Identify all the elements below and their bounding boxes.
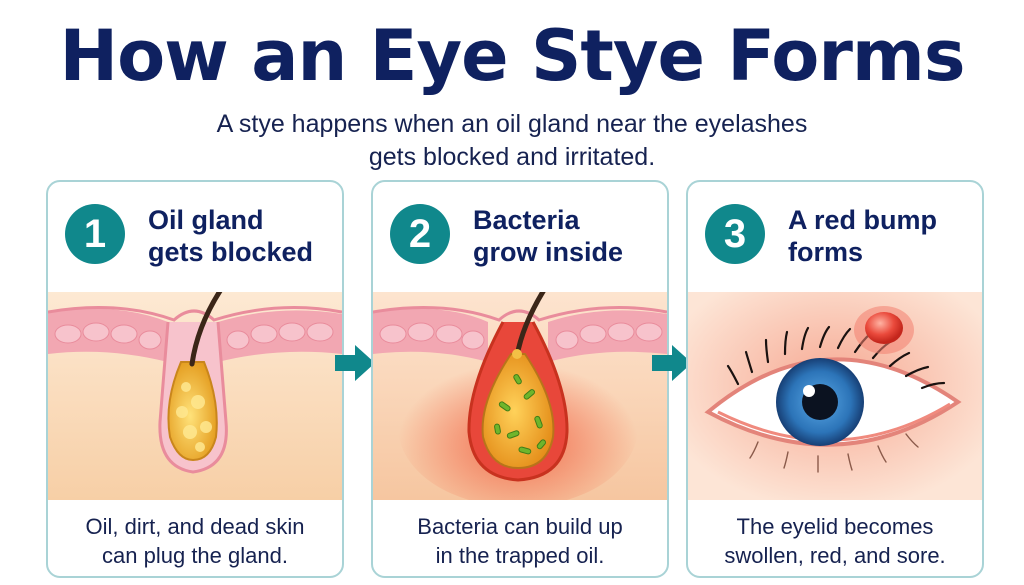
step-title: Bacteria grow inside [473,204,663,268]
step-card-3: 3 A red bump forms [686,180,984,578]
step-number-badge: 1 [65,204,125,264]
page-subtitle: A stye happens when an oil gland near th… [0,108,1024,174]
subtitle-line: gets blocked and irritated. [368,143,656,171]
step-caption-line: Bacteria can build up [417,514,623,539]
hair-follicle-illustration [48,292,342,500]
step-title-line: gets blocked [148,237,314,267]
step-caption-line: swollen, red, and sore. [724,543,946,568]
step-caption-line: in the trapped oil. [435,543,605,568]
step-card-1: 1 Oil gland gets blocked [46,180,344,578]
step-caption-line: Oil, dirt, and dead skin [85,514,305,539]
step-caption: Bacteria can build up in the trapped oil… [373,512,667,570]
step-title: Oil gland gets blocked [148,204,338,268]
step-number-badge: 2 [390,204,450,264]
step-card-2: 2 Bacteria grow inside [371,180,669,578]
subtitle-line: A stye happens when an oil gland near th… [216,110,808,138]
page-title: How an Eye Stye Forms [59,15,966,97]
step-caption-line: The eyelid becomes [736,514,934,539]
arrow-right-icon [335,345,375,381]
infected-gland-illustration [373,292,667,500]
arrow-right-icon [652,345,692,381]
step-title-line: A red bump [788,205,938,235]
step-caption: Oil, dirt, and dead skin can plug the gl… [48,512,342,570]
step-title-line: Oil gland [148,205,264,235]
eye-with-stye-illustration [688,292,982,500]
step-title-line: Bacteria [473,205,580,235]
step-title-line: forms [788,237,864,267]
step-caption: The eyelid becomes swollen, red, and sor… [688,512,982,570]
step-caption-line: can plug the gland. [102,543,288,568]
step-title: A red bump forms [788,204,978,268]
step-title-line: grow inside [473,237,624,267]
step-number-badge: 3 [705,204,765,264]
